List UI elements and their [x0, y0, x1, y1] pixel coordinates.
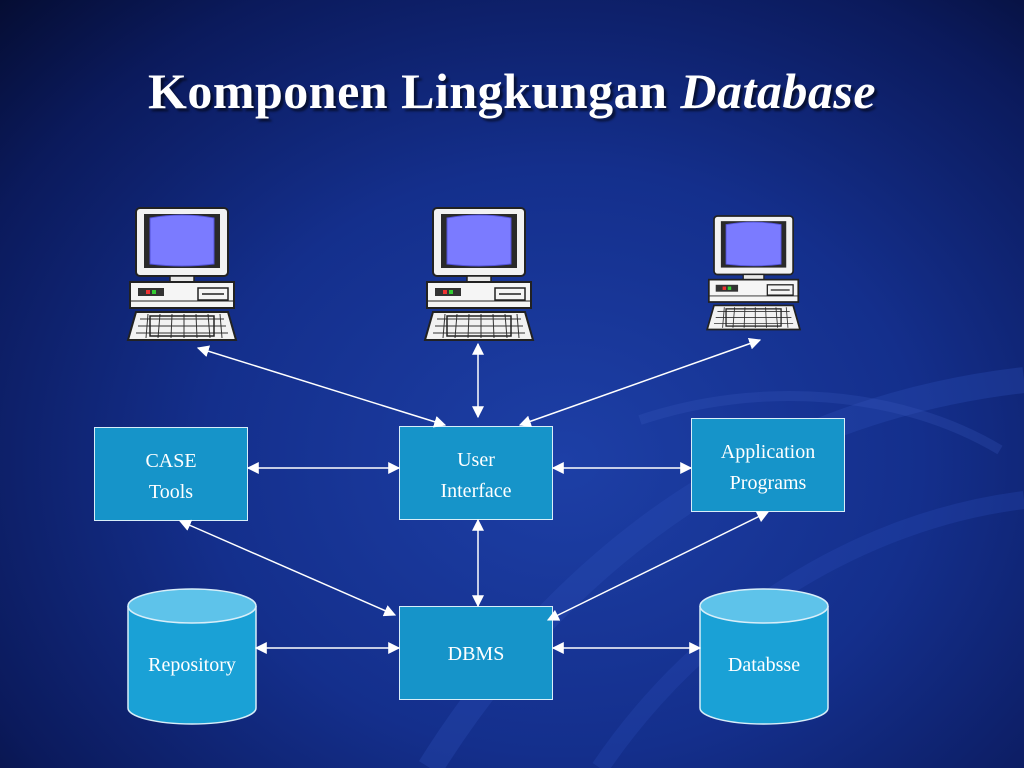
arrow-pc1-ui — [196, 345, 447, 428]
arrow-app-dbms — [546, 511, 770, 621]
arrow-pc3-ui — [518, 337, 762, 428]
user-interface-box: User Interface — [399, 426, 553, 520]
application-programs-box: Application Programs — [691, 418, 845, 512]
user-interface-line1: User — [457, 449, 495, 471]
case-tools-box: CASE Tools — [94, 427, 248, 521]
user-interface-line2: Interface — [440, 480, 512, 502]
arrow-case-dbms — [178, 519, 397, 617]
case-tools-line1: CASE — [145, 450, 197, 472]
slide-title: Komponen Lingkungan Database — [0, 62, 1024, 120]
case-tools-line2: Tools — [148, 481, 194, 503]
repository-label: Repository — [148, 654, 236, 676]
application-programs-line1: Application — [720, 441, 816, 463]
database-label: Databsse — [727, 654, 801, 676]
title-emphasis: Database — [680, 63, 877, 119]
dbms-label: DBMS — [447, 643, 505, 665]
title-text: Komponen Lingkungan — [147, 63, 681, 119]
application-programs-line2: Programs — [729, 472, 807, 494]
